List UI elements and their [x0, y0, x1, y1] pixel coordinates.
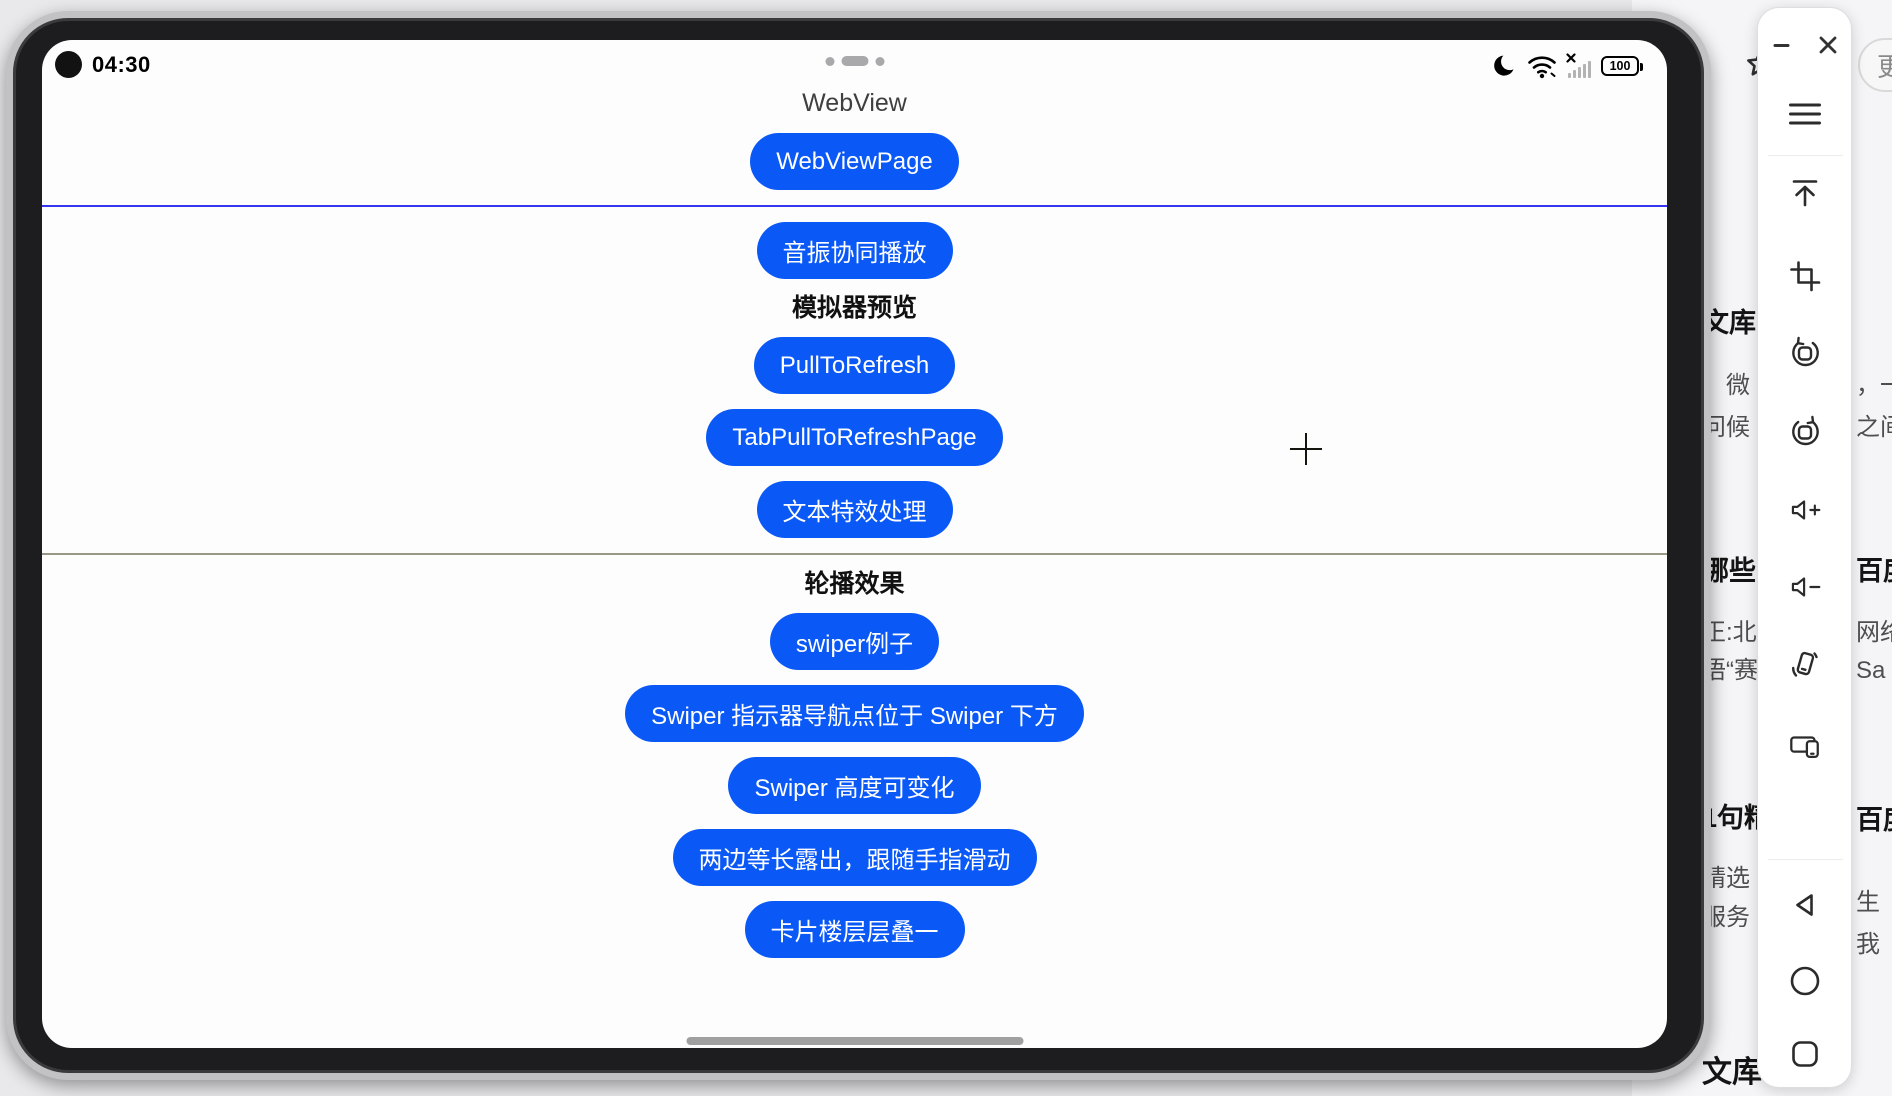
toolbar-divider: [1768, 859, 1843, 860]
page-button[interactable]: TabPullToRefreshPage: [706, 409, 1003, 466]
background-text-fragment: 哪些: [1702, 556, 1756, 586]
background-text-fragment: 百度: [1856, 805, 1892, 835]
background-text-fragment: ，一: [1856, 372, 1892, 399]
shake-device-button[interactable]: [1788, 648, 1822, 682]
background-text-fragment: 语“赛: [1702, 657, 1758, 684]
page-button[interactable]: 文本特效处理: [756, 481, 953, 538]
menu-icon: [1789, 103, 1821, 125]
background-text-fragment: 生: [1856, 889, 1880, 916]
section-header: 轮播效果: [804, 569, 905, 598]
night-mode-icon: [1492, 53, 1518, 79]
recents-icon: [1792, 1041, 1818, 1067]
background-text-fragment: 文库: [1702, 1056, 1762, 1089]
status-bar-left: 04:30: [55, 51, 151, 78]
minimize-button[interactable]: [1767, 30, 1797, 60]
volume-down-icon: [1791, 577, 1821, 597]
battery-icon: 100: [1601, 56, 1643, 76]
background-text-fragment: 我: [1856, 931, 1880, 958]
page-button[interactable]: swiper例子: [769, 612, 940, 670]
background-text-fragment: 文库: [1702, 308, 1756, 338]
emulator-toolbar: [1757, 7, 1852, 1088]
volume-down-button[interactable]: [1788, 570, 1822, 604]
rotate-right-icon: [1792, 415, 1819, 446]
nav-back-button[interactable]: [1788, 888, 1822, 922]
close-button[interactable]: [1813, 30, 1843, 60]
page-button[interactable]: Swiper 指示器导航点位于 Swiper 下方: [625, 684, 1084, 742]
handle-dot: [875, 56, 884, 66]
screenshot-crop-button[interactable]: [1788, 259, 1822, 293]
rotate-right-button[interactable]: [1788, 414, 1822, 448]
home-icon: [1790, 966, 1820, 996]
nav-home-button[interactable]: [1788, 964, 1822, 998]
nav-recents-button[interactable]: [1788, 1037, 1822, 1071]
page-title: WebView: [802, 89, 907, 117]
multi-screen-icon: [1790, 736, 1819, 758]
menu-button[interactable]: [1788, 97, 1822, 131]
rotate-left-icon: [1792, 336, 1819, 367]
scroll-to-top-button[interactable]: [1788, 176, 1822, 210]
page-button[interactable]: Swiper 高度可变化: [728, 756, 981, 814]
page-button[interactable]: PullToRefresh: [753, 337, 956, 394]
divider-blue: [42, 205, 1667, 207]
background-text-fragment: Sa: [1856, 657, 1886, 684]
background-text-fragment: 正:北: [1702, 619, 1757, 646]
home-indicator-bar[interactable]: [686, 1037, 1023, 1045]
shake-device-icon: [1792, 651, 1818, 677]
more-button[interactable]: 更: [1858, 38, 1892, 92]
rotate-left-button[interactable]: [1788, 335, 1822, 369]
wifi-icon: [1527, 53, 1557, 79]
battery-level: 100: [1609, 59, 1631, 73]
divider-gray: [42, 553, 1667, 555]
scroll-to-top-icon: [1792, 180, 1818, 207]
camera-cutout: [55, 51, 82, 78]
page-button[interactable]: 卡片楼层层叠一: [744, 900, 965, 958]
background-text-fragment: 百度: [1856, 556, 1892, 586]
section-header: 模拟器预览: [791, 294, 917, 322]
handle-bar: [841, 56, 868, 66]
crosshair-cursor: [1290, 433, 1322, 465]
page-button[interactable]: WebViewPage: [750, 133, 959, 190]
handle-dot: [825, 56, 834, 66]
page-button[interactable]: 音振协同播放: [756, 222, 953, 279]
multi-screen-button[interactable]: [1788, 729, 1822, 763]
no-signal-icon: [1566, 53, 1592, 79]
status-bar-right: 100: [1492, 53, 1643, 79]
volume-up-button[interactable]: [1788, 493, 1822, 527]
background-text-fragment: 网络: [1856, 619, 1892, 646]
background-text-fragment: 之间: [1856, 414, 1892, 441]
toolbar-divider: [1768, 155, 1843, 156]
emulator-screen[interactable]: 04:30: [42, 40, 1667, 1048]
status-clock: 04:30: [92, 51, 151, 77]
page-button[interactable]: 两边等长露出，跟随手指滑动: [672, 828, 1037, 886]
window-drag-handle[interactable]: [825, 56, 884, 66]
volume-up-icon: [1791, 500, 1821, 520]
back-icon: [1796, 894, 1813, 916]
emulator-device-frame: 04:30: [6, 11, 1711, 1080]
crop-icon: [1790, 261, 1821, 292]
